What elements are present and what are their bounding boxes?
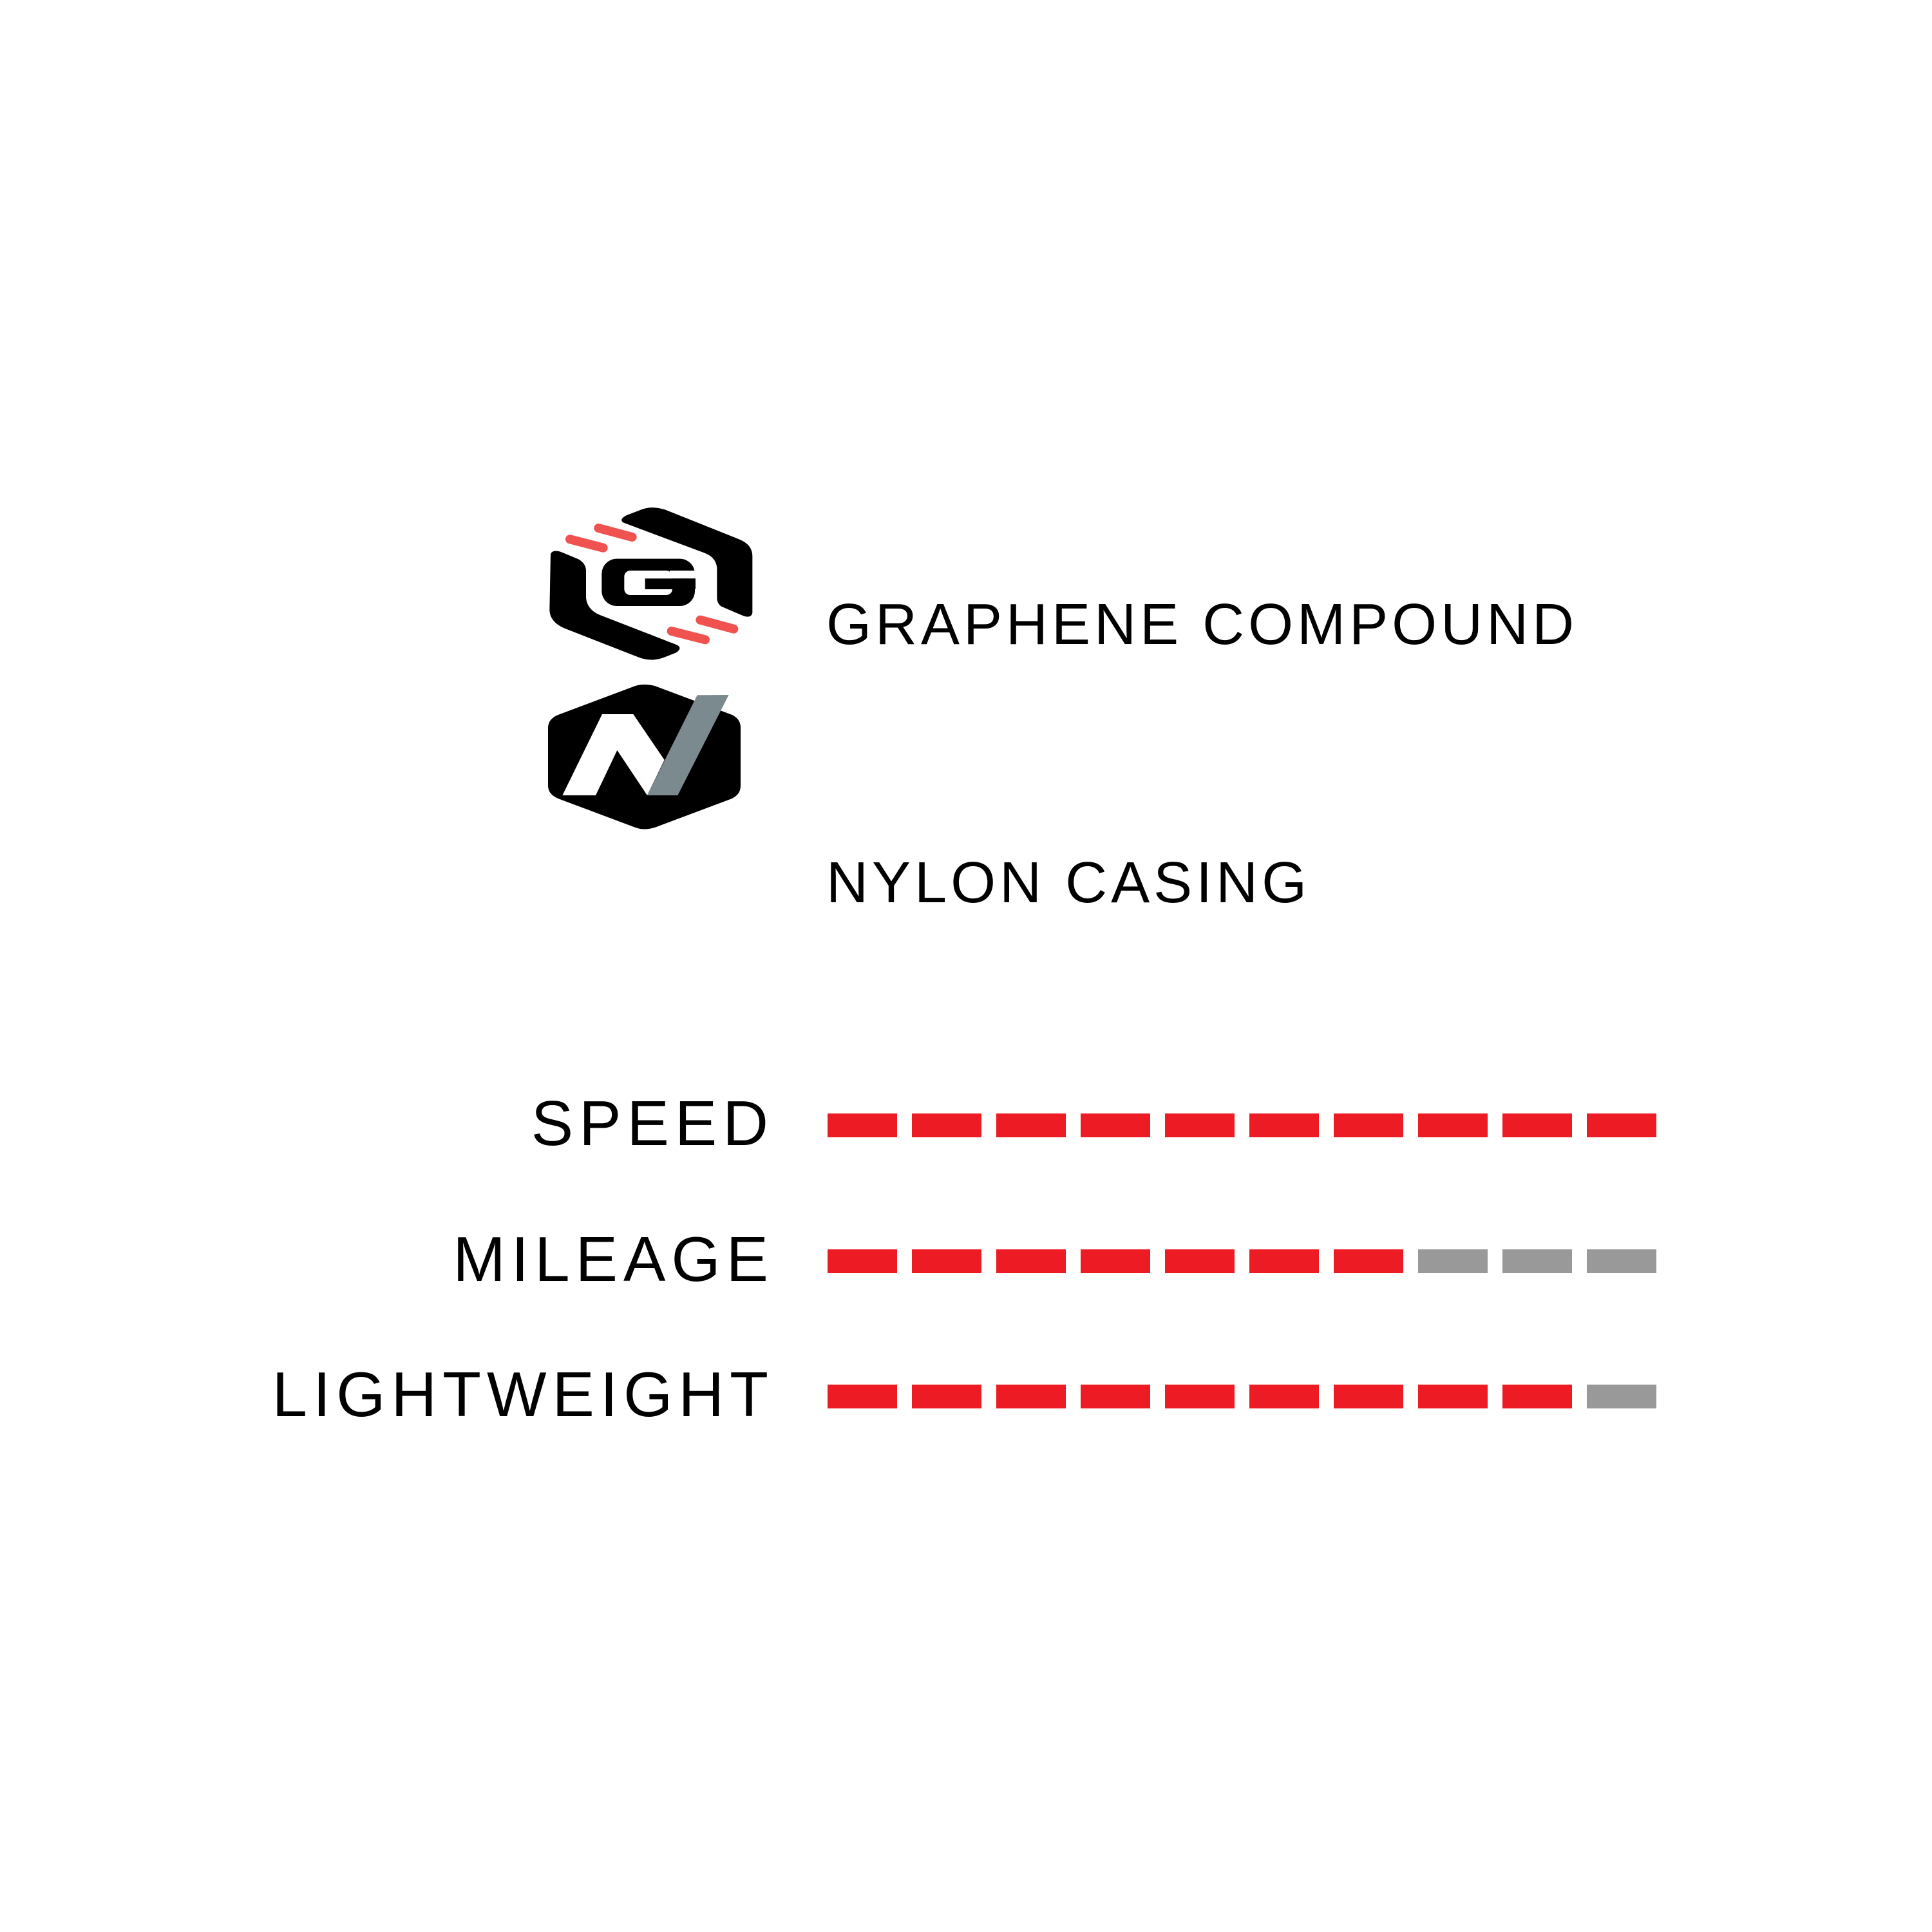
rating-segment-filled xyxy=(1081,1113,1150,1137)
rating-segment-filled xyxy=(1502,1113,1572,1137)
rating-segment-filled xyxy=(996,1385,1066,1408)
rating-segment-filled xyxy=(828,1249,897,1273)
rating-segment-filled xyxy=(1418,1385,1488,1408)
rating-segment-empty xyxy=(1418,1249,1488,1273)
rating-segment-filled xyxy=(1165,1113,1235,1137)
rating-label-lightweight: LIGHTWEIGHT xyxy=(272,1359,774,1430)
rating-segment-filled xyxy=(828,1385,897,1408)
rating-segment-filled xyxy=(1334,1385,1403,1408)
graphene-g-hexagon-icon xyxy=(548,507,753,829)
rating-segment-filled xyxy=(1249,1113,1319,1137)
feature-graphene-compound: GRAPHENE COMPOUND xyxy=(826,592,1578,657)
rating-segment-empty xyxy=(1502,1249,1572,1273)
rating-segment-filled xyxy=(1334,1113,1403,1137)
rating-segment-empty xyxy=(1587,1249,1656,1273)
rating-label-speed: SPEED xyxy=(531,1088,774,1159)
rating-bar-lightweight xyxy=(828,1385,1658,1408)
rating-segment-filled xyxy=(996,1249,1066,1273)
rating-segment-filled xyxy=(912,1385,981,1408)
rating-segment-filled xyxy=(1249,1385,1319,1408)
rating-label-mileage: MILEAGE xyxy=(453,1224,774,1294)
rating-segment-filled xyxy=(1249,1249,1319,1273)
rating-segment-empty xyxy=(1587,1385,1656,1408)
rating-segment-filled xyxy=(1502,1385,1572,1408)
rating-segment-filled xyxy=(1587,1113,1656,1137)
rating-segment-filled xyxy=(912,1113,981,1137)
rating-segment-filled xyxy=(1165,1385,1235,1408)
rating-segment-filled xyxy=(1334,1249,1403,1273)
rating-segment-filled xyxy=(1081,1385,1150,1408)
rating-segment-filled xyxy=(1081,1249,1150,1273)
rating-segment-filled xyxy=(1418,1113,1488,1137)
feature-nylon-casing: NYLON CASING xyxy=(826,851,1311,915)
rating-segment-filled xyxy=(828,1113,897,1137)
rating-segment-filled xyxy=(996,1113,1066,1137)
rating-segment-filled xyxy=(1165,1249,1235,1273)
rating-bar-speed xyxy=(828,1113,1658,1137)
rating-segment-filled xyxy=(912,1249,981,1273)
rating-bar-mileage xyxy=(828,1249,1658,1273)
